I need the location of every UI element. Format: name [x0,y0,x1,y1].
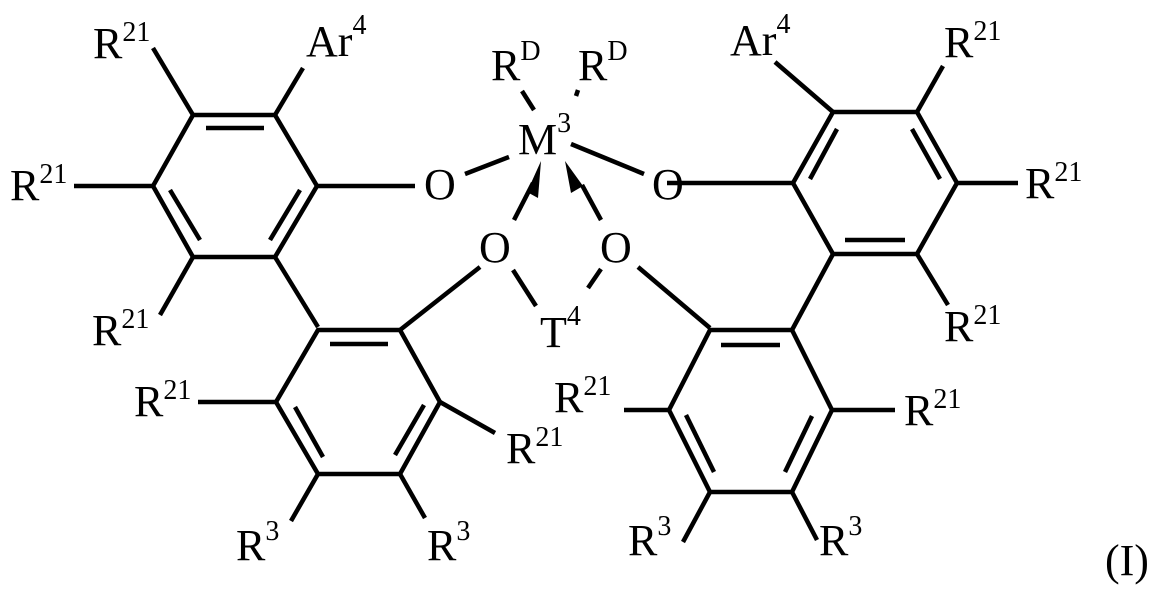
label-r21-ll-right: R21 [506,422,563,473]
bond-ring-o-bridge-left [398,265,482,332]
label-o-bridge-left: O [479,223,511,272]
bond-r3-lr-left [681,490,712,544]
bond-o-left-metal [464,154,510,177]
bond-o-bridge-left-t4 [511,268,538,308]
bond-metal-rd-right [573,89,581,97]
bond-ar4-left [273,66,305,117]
label-ar4-right: Ar4 [730,9,790,65]
bond-metal-o-right [570,141,645,177]
bond-r21-ur-bottom [915,252,950,307]
ring-upper-left [150,112,320,260]
label-metal-m3: M3 [518,108,571,164]
label-t4: T4 [540,301,581,357]
bond-r3-ll-right [398,472,427,520]
label-r21-ul-left: R21 [10,159,67,210]
dative-arrow-left [511,161,541,222]
label-rd-right: RD [578,36,628,90]
bond-o-bridge-right-t4 [586,267,603,290]
label-r21-ul-bottom: R21 [92,304,149,355]
label-r3-ll-left: R3 [236,516,279,570]
bond-r3-ll-left [289,472,320,523]
bond-r3-lr-right [790,490,819,542]
label-r3-lr-left: R3 [628,511,671,565]
label-r3-lr-right: R3 [819,511,862,565]
bond-biaryl-left [273,255,320,329]
bond-o-bridge-right-ring [636,265,712,330]
label-r21-ll-left: R21 [134,375,191,426]
label-ar4-left: Ar4 [306,10,366,66]
label-o-left: O [424,160,456,209]
label-r21-lr-right: R21 [904,384,961,435]
ring-upper-right [790,109,960,257]
bond-r21-ur-top [915,64,945,114]
label-o-right: O [652,160,684,209]
label-o-bridge-right: O [600,223,632,272]
ring-lower-left [273,327,443,477]
bond-metal-rd-left [520,89,536,112]
formula-label: (I) [1105,536,1149,585]
bond-r21-ll-right [438,400,497,435]
dative-arrow-right [565,161,603,222]
label-r3-ll-right: R3 [427,516,470,570]
label-r21-ur-right: R21 [1025,157,1082,208]
label-r21-ur-bottom: R21 [944,300,1001,351]
label-r21-ur-top: R21 [944,16,1001,67]
bond-r21-ul-top [151,46,195,117]
label-r21-ul-top: R21 [93,17,150,68]
label-r21-lr-left: R21 [554,371,611,422]
bond-biaryl-right [790,252,835,332]
ring-lower-right [666,327,835,495]
bond-ar4-right [773,60,835,114]
label-rd-left: RD [491,36,541,90]
bond-r21-ul-bottom [158,255,195,317]
